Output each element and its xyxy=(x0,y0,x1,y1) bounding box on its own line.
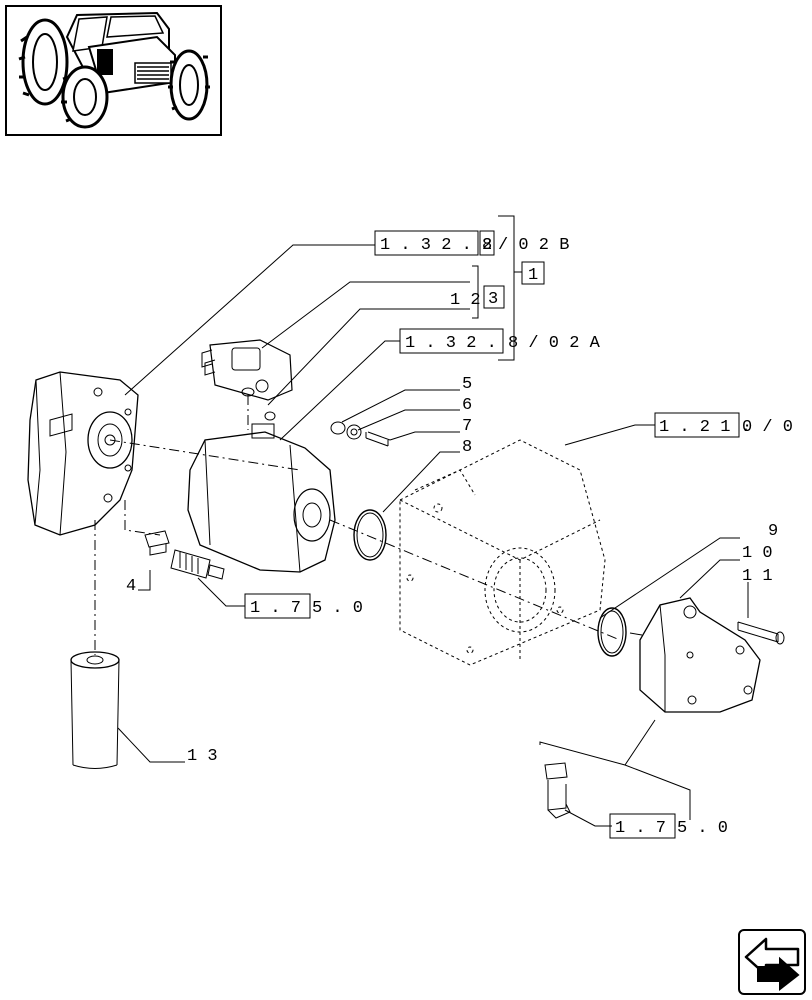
callout-8: 8 xyxy=(462,438,472,457)
callout-12: 1 2 xyxy=(450,291,481,310)
callout-11: 1 1 xyxy=(742,567,773,586)
callout-1-21-rest: 0 / 0 xyxy=(742,418,793,437)
callout-1-21-boxed: 1 . 2 1 . xyxy=(659,418,751,437)
callout-1-32-8-boxed: 1 . 3 2 . xyxy=(405,334,497,353)
callout-1-7-rest-a: 5 . 0 xyxy=(312,599,363,618)
tractor-thumbnail xyxy=(5,5,222,136)
callout-6: 6 xyxy=(462,396,472,415)
callout-13: 1 3 xyxy=(187,747,218,766)
leader-line xyxy=(124,244,375,396)
callout-10: 1 0 xyxy=(742,544,773,563)
callout-1-7-boxed-a: 1 . 7 xyxy=(250,599,301,618)
callout-1-32-82-boxed-suffix: 2 xyxy=(482,236,492,255)
callout-3: 3 xyxy=(488,290,498,309)
arrow-back-icon xyxy=(744,937,800,992)
callout-9: 9 xyxy=(768,522,778,541)
tractor-icon xyxy=(18,11,210,129)
callout-box xyxy=(374,230,479,256)
back-nav-button[interactable] xyxy=(738,929,806,995)
callout-5: 5 xyxy=(462,375,472,394)
callout-1-32-82-rest: / 0 2 B xyxy=(498,236,569,255)
callout-1-32-82-boxed: 1 . 3 2 . 8 xyxy=(380,236,492,255)
callout-1-32-8-rest: 8 / 0 2 A xyxy=(508,334,601,353)
callout-1-7-boxed-b: 1 . 7 xyxy=(615,819,666,838)
callout-4: 4 xyxy=(126,577,136,596)
callout-group-1: 1 xyxy=(528,266,538,285)
callout-1-7-rest-b: 5 . 0 xyxy=(677,819,728,838)
callout-7: 7 xyxy=(462,417,472,436)
